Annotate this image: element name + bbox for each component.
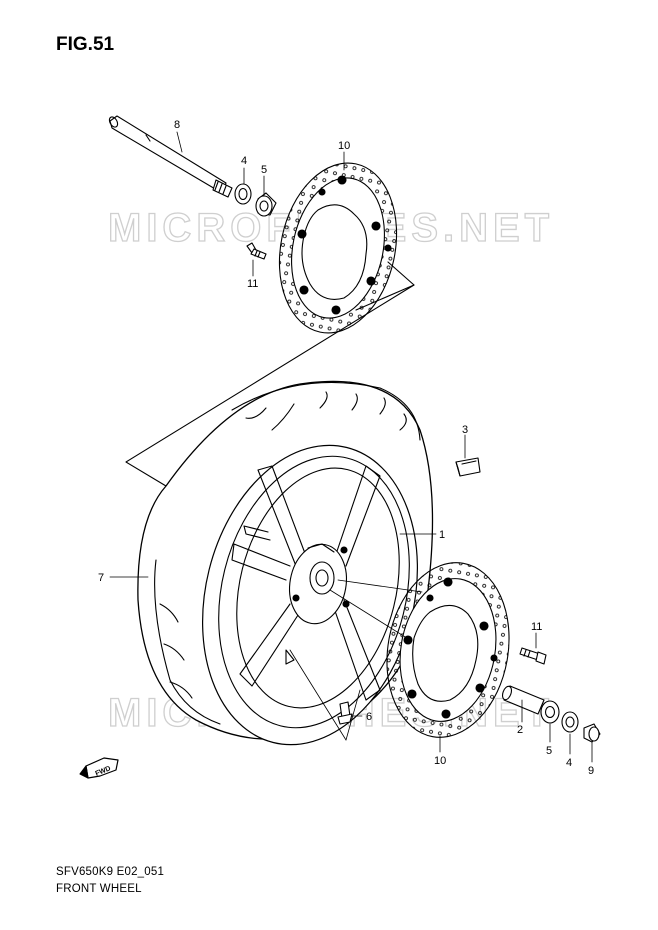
- figure-title: FIG.51: [56, 34, 115, 55]
- callout-9: 9: [588, 765, 594, 777]
- callout-2: 2: [517, 724, 523, 736]
- brake-disc-bottom: [386, 562, 510, 738]
- callout-6: 6: [366, 711, 372, 723]
- callout-10-top: 10: [338, 140, 350, 152]
- brake-disc-top: [278, 162, 398, 334]
- model-code: SFV650K9 E02_051: [56, 866, 165, 878]
- oil-seal-top: [234, 183, 252, 205]
- callout-5-bottom: 5: [546, 745, 552, 757]
- wheel-spacer: [501, 685, 545, 715]
- callout-1: 1: [439, 529, 445, 541]
- bearing-bottom: [540, 700, 560, 724]
- callout-11-top: 11: [247, 278, 258, 290]
- callout-8: 8: [174, 119, 180, 131]
- guide-line-left: [125, 284, 415, 487]
- bearing-top: [255, 192, 277, 217]
- figure-caption: FRONT WHEEL: [56, 883, 142, 895]
- callout-10-bottom: 10: [434, 755, 446, 767]
- axle-collar: [583, 723, 601, 743]
- forward-arrow-icon: [79, 757, 119, 779]
- front-wheel-assembly: [137, 380, 434, 746]
- disc-bolt-top: [246, 242, 267, 260]
- callout-4-bottom: 4: [566, 757, 572, 769]
- callout-4-top: 4: [241, 155, 247, 167]
- callout-11-bottom: 11: [531, 621, 542, 633]
- callout-7: 7: [98, 572, 104, 584]
- leader-lines: [109, 131, 593, 763]
- disc-bolt-bottom: [519, 647, 547, 665]
- callout-3: 3: [462, 424, 468, 436]
- callout-5-top: 5: [261, 164, 267, 176]
- oil-seal-bottom: [561, 711, 579, 733]
- front-axle: [108, 115, 233, 198]
- tire-valve: [337, 701, 353, 725]
- balancer-weight: [455, 457, 481, 477]
